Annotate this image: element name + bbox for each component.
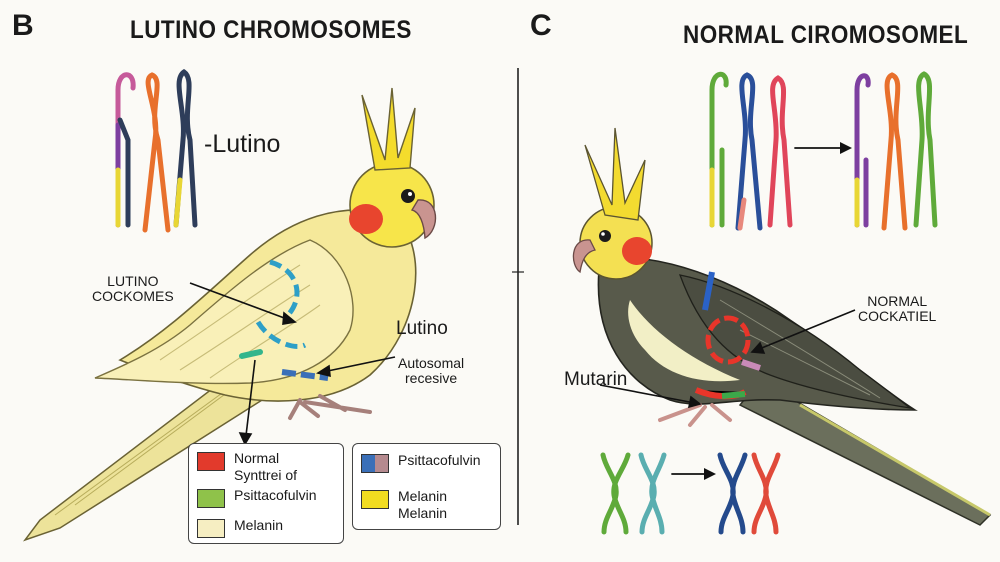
legend-left: Normal Synttrei of Psittacofulvin Melani… <box>188 443 344 544</box>
label-mutarin: Mutarin <box>564 369 628 390</box>
legend-item-melanin-right: Melanin Melanin <box>361 488 447 521</box>
panel-letter-b: B <box>12 9 34 42</box>
legend-swatch <box>361 454 389 473</box>
lutino-chromosomes <box>115 68 198 233</box>
legend-swatch <box>197 519 225 538</box>
normal-chromosomes-bottom <box>600 452 781 535</box>
panel-c-title: NORMAL CIROMOSOMEL <box>683 21 969 49</box>
normal-cockatiel <box>572 127 992 526</box>
panel-letter-c: C <box>530 9 552 42</box>
pointer-lines-left <box>189 282 396 446</box>
label-lutino-cockomes: LUTINO COCKOMES <box>92 273 174 305</box>
label-lutino-big: -Lutino <box>204 130 281 158</box>
legend-text: Melanin <box>234 517 284 533</box>
legend-right: Psittacofulvin Melanin Melanin <box>352 443 501 530</box>
pointer-lines-right <box>599 309 856 409</box>
normal-chromosomes-top <box>709 71 938 231</box>
label-normal-cockatiel: NORMAL COCKATIEL <box>858 293 937 325</box>
panel-b-title: LUTINO CHROMOSOMES <box>130 16 412 44</box>
legend-swatch <box>197 489 225 508</box>
legend-item-psittacofulvin-right: Psittacofulvin <box>361 452 480 473</box>
legend-swatch <box>361 490 389 509</box>
label-lutino: Lutino <box>396 318 448 339</box>
legend-text: Psittacofulvin <box>398 452 481 468</box>
legend-item-psittacofulvin: Psittacofulvin <box>197 487 316 508</box>
lutino-cockatiel <box>22 87 437 542</box>
label-autosomal-recesive: Autosomal recesive <box>398 355 465 387</box>
legend-text: Psittacofulvin <box>234 487 317 503</box>
legend-item-normal: Normal Synttrei of <box>197 450 297 483</box>
legend-item-melanin: Melanin <box>197 517 283 538</box>
legend-text: Melanin Melanin <box>398 488 448 521</box>
legend-text: Normal Synttrei of <box>234 450 298 483</box>
legend-swatch <box>197 452 225 471</box>
